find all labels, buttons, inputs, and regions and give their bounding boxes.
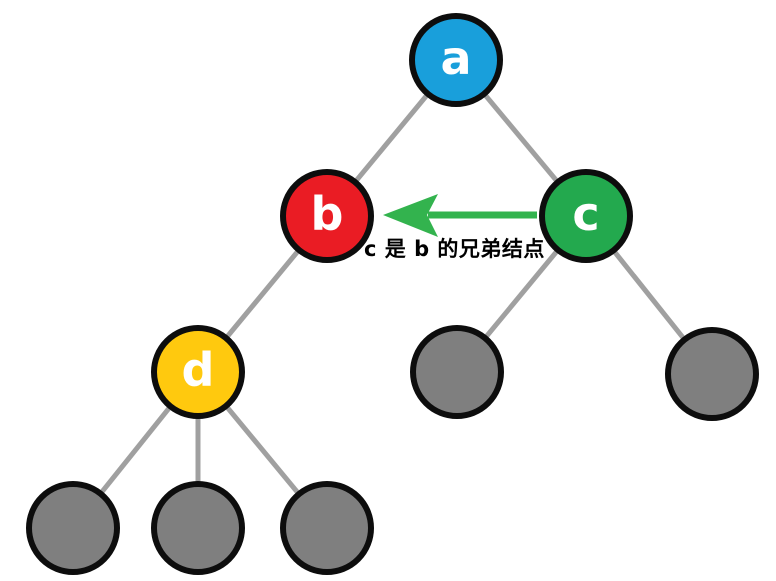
node-unlabeled-5[interactable] — [665, 327, 759, 421]
node-unlabeled-4[interactable] — [410, 325, 504, 419]
sibling-arrow-head-icon — [383, 194, 438, 237]
node-unlabeled-2[interactable] — [151, 481, 245, 575]
node-c[interactable]: c — [539, 169, 633, 263]
node-c-label: c — [572, 187, 600, 241]
node-a[interactable]: a — [409, 13, 503, 107]
node-unlabeled-3[interactable] — [280, 481, 374, 575]
node-d-label: d — [181, 343, 215, 397]
node-a-label: a — [440, 31, 472, 85]
node-d[interactable]: d — [151, 325, 245, 419]
node-unlabeled-1[interactable] — [26, 481, 120, 575]
node-b[interactable]: b — [280, 169, 374, 263]
node-b-label: b — [310, 187, 344, 241]
sibling-annotation: c 是 b 的兄弟结点 — [364, 237, 545, 261]
